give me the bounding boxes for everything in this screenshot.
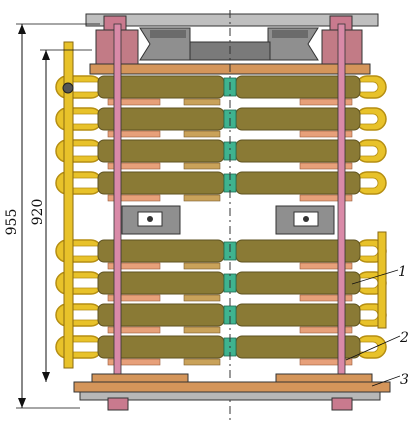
- separator-right: [299, 130, 353, 138]
- left-lead-terminal: [62, 82, 74, 94]
- dimension-955-label: 955: [4, 209, 20, 236]
- separator-left: [107, 358, 161, 366]
- bottom-steel-foot: [79, 391, 381, 401]
- callout-2-label: 2: [399, 330, 409, 346]
- coil-layers: [55, 75, 387, 366]
- separator-left: [107, 294, 161, 302]
- middle-left-clamp: [121, 205, 181, 235]
- separator-left: [107, 262, 161, 270]
- callout-3-label: 3: [400, 372, 409, 388]
- dimension-920: [40, 49, 92, 382]
- separator-right: [299, 358, 353, 366]
- left-tie-rod: [113, 23, 122, 409]
- top-right-clamp: [267, 27, 319, 61]
- separator-center: [183, 98, 221, 106]
- separator-right: [299, 162, 353, 170]
- top-steel-beam: [85, 13, 379, 27]
- separator-left: [107, 326, 161, 334]
- separator-left: [107, 98, 161, 106]
- right-lead-bar: [377, 231, 387, 329]
- left-lead-bar: [63, 41, 74, 369]
- middle-right-clamp: [275, 205, 335, 235]
- separator-right: [299, 294, 353, 302]
- separator-center: [183, 162, 221, 170]
- bottom-wood-plate-upper: [91, 373, 189, 383]
- bottom-wood-plate-upper-right: [275, 373, 373, 383]
- separator-left: [107, 162, 161, 170]
- separator-center: [183, 326, 221, 334]
- separator-right: [299, 262, 353, 270]
- bottom-base-beam: [73, 381, 391, 393]
- callout-1-leader: [351, 269, 399, 285]
- right-tie-rod: [337, 23, 346, 409]
- separator-center: [183, 294, 221, 302]
- callout-1-label: 1: [398, 264, 407, 280]
- separator-right: [299, 98, 353, 106]
- separator-center: [183, 194, 221, 202]
- top-left-clamp: [139, 27, 191, 61]
- separator-center: [183, 262, 221, 270]
- dimension-920-label: 920: [30, 199, 46, 226]
- separator-center: [183, 358, 221, 366]
- separator-center: [183, 130, 221, 138]
- separator-right: [299, 194, 353, 202]
- separator-left: [107, 194, 161, 202]
- callout-2-leader: [345, 335, 401, 361]
- separator-right: [299, 326, 353, 334]
- separator-left: [107, 130, 161, 138]
- bottom-left-nut: [107, 397, 129, 411]
- bottom-right-nut: [331, 397, 353, 411]
- callout-3-leader: [371, 375, 401, 387]
- dimension-955: [16, 23, 100, 409]
